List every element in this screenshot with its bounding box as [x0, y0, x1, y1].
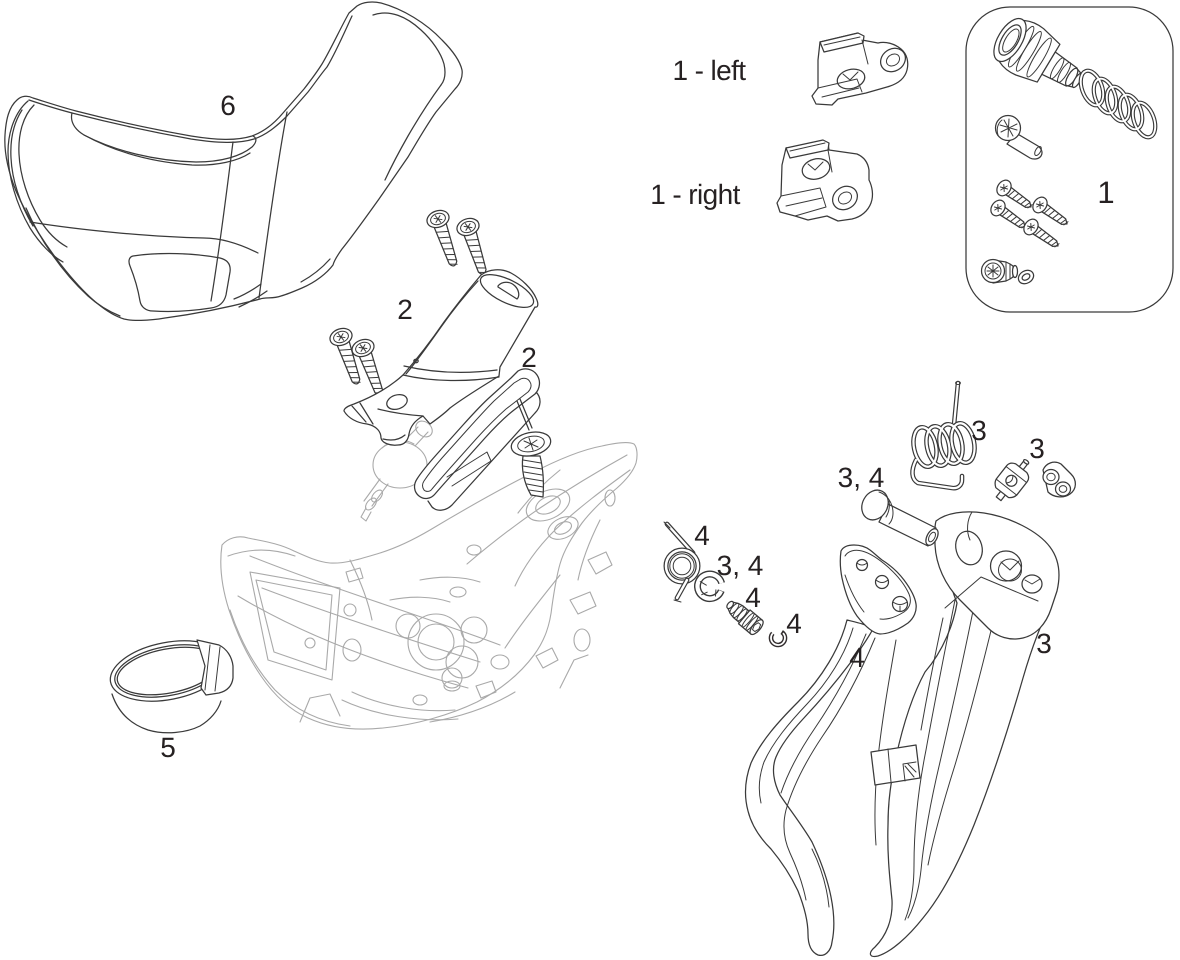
svg-text:4: 4 [849, 642, 865, 673]
svg-text:6: 6 [220, 90, 236, 121]
svg-text:1 - right: 1 - right [650, 179, 740, 210]
svg-text:3, 4: 3, 4 [838, 462, 885, 493]
svg-text:3, 4: 3, 4 [717, 550, 764, 581]
svg-text:5: 5 [160, 732, 176, 763]
svg-text:3: 3 [1029, 433, 1045, 464]
svg-text:1: 1 [1097, 175, 1114, 210]
svg-text:4: 4 [745, 582, 761, 613]
svg-text:4: 4 [786, 608, 802, 639]
svg-text:1 - left: 1 - left [672, 55, 746, 86]
svg-text:2: 2 [521, 342, 537, 373]
svg-text:3: 3 [971, 415, 987, 446]
svg-text:2: 2 [397, 294, 413, 325]
svg-text:3: 3 [1036, 628, 1052, 659]
svg-text:4: 4 [694, 520, 710, 551]
